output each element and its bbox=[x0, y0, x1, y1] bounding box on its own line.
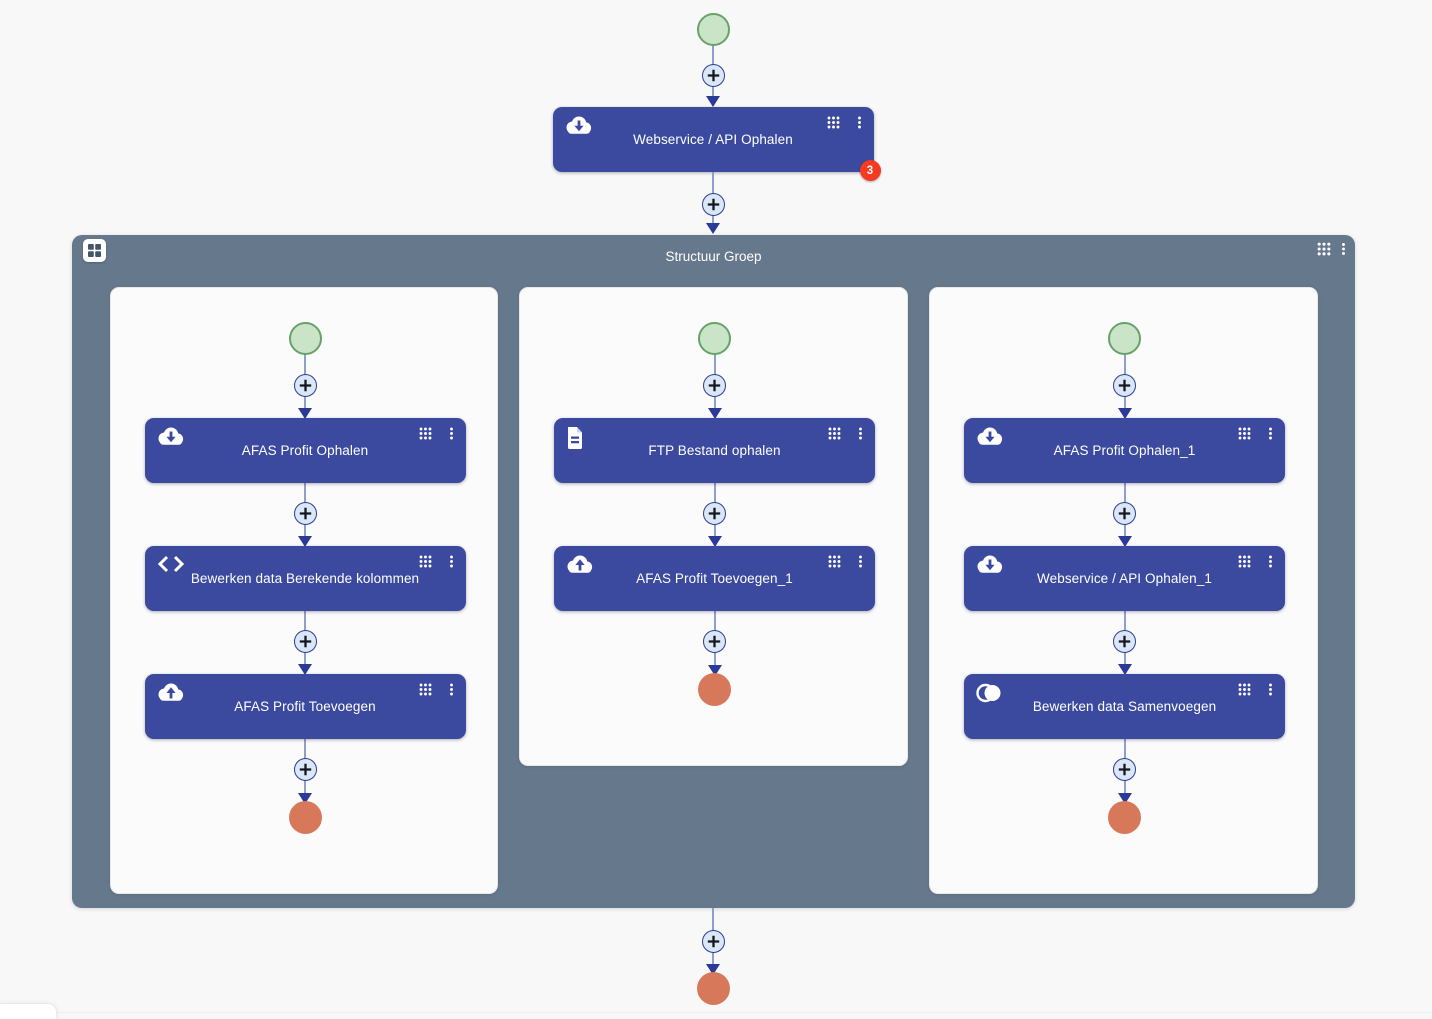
end-node[interactable] bbox=[1108, 800, 1141, 834]
flow-node[interactable]: AFAS Profit Ophalen bbox=[144, 418, 466, 483]
cloud-download-icon bbox=[975, 426, 1004, 447]
drag-handle-icon[interactable] bbox=[419, 555, 432, 568]
add-step-button[interactable] bbox=[293, 501, 317, 525]
connector-arrowhead bbox=[1117, 664, 1132, 675]
add-step-button[interactable] bbox=[1113, 373, 1136, 397]
node-title: Bewerken data Samenvoegen bbox=[1032, 699, 1217, 714]
kebab-menu-icon[interactable] bbox=[1268, 555, 1273, 568]
group-title: Structuur Groep bbox=[665, 249, 762, 264]
add-step-button[interactable] bbox=[701, 929, 725, 953]
kebab-menu-icon[interactable] bbox=[449, 427, 454, 440]
start-node[interactable] bbox=[288, 321, 322, 355]
end-node[interactable] bbox=[696, 971, 730, 1005]
kebab-menu-icon[interactable] bbox=[1341, 242, 1346, 256]
grid-2x2-icon bbox=[87, 243, 102, 258]
flow-node[interactable]: Bewerken data Samenvoegen bbox=[964, 674, 1285, 739]
kebab-menu-icon[interactable] bbox=[1268, 683, 1273, 696]
drag-handle-icon[interactable] bbox=[828, 555, 841, 568]
drag-handle-icon[interactable] bbox=[1238, 683, 1251, 696]
drag-handle-icon[interactable] bbox=[827, 116, 840, 129]
cloud-download-icon bbox=[564, 115, 593, 136]
kebab-menu-icon[interactable] bbox=[857, 116, 862, 129]
add-step-button[interactable] bbox=[701, 192, 725, 216]
file-icon bbox=[565, 426, 585, 450]
node-title: AFAS Profit Toevoegen_1 bbox=[636, 571, 793, 586]
kebab-menu-icon[interactable] bbox=[449, 555, 454, 568]
start-node[interactable] bbox=[696, 12, 730, 46]
connector-arrowhead bbox=[1117, 408, 1132, 419]
cloud-upload-icon bbox=[565, 554, 594, 575]
error-count-badge[interactable]: 3 bbox=[859, 160, 881, 181]
add-step-button[interactable] bbox=[701, 63, 725, 87]
canvas-bottom-divider bbox=[0, 1012, 1432, 1013]
connector-arrowhead bbox=[707, 408, 722, 419]
node-title: FTP Bestand ophalen bbox=[648, 443, 781, 458]
connector-arrowhead bbox=[298, 664, 312, 675]
add-step-button[interactable] bbox=[1113, 757, 1136, 781]
node-title: Bewerken data Berekende kolommen bbox=[190, 571, 420, 586]
node-title: Webservice / API Ophalen_1 bbox=[1037, 571, 1212, 586]
flow-node[interactable]: AFAS Profit Ophalen_1 bbox=[964, 418, 1285, 483]
cloud-download-icon bbox=[156, 426, 185, 447]
kebab-menu-icon[interactable] bbox=[858, 427, 863, 440]
add-step-button[interactable] bbox=[293, 373, 317, 397]
start-node[interactable] bbox=[698, 321, 731, 355]
connector-arrowhead bbox=[298, 536, 312, 547]
connector-arrowhead bbox=[706, 223, 720, 234]
add-step-button[interactable] bbox=[703, 373, 726, 397]
node-title: AFAS Profit Ophalen bbox=[241, 443, 369, 458]
drag-handle-icon[interactable] bbox=[828, 427, 841, 440]
start-node[interactable] bbox=[1108, 321, 1141, 355]
connector-arrowhead bbox=[298, 408, 312, 419]
flow-node[interactable]: FTP Bestand ophalen bbox=[554, 418, 875, 483]
drag-handle-icon[interactable] bbox=[419, 683, 432, 696]
add-step-button[interactable] bbox=[1113, 501, 1136, 525]
merge-icon bbox=[975, 682, 1003, 704]
group-grid-button[interactable] bbox=[83, 239, 106, 262]
flow-node[interactable]: AFAS Profit Toevoegen_1 bbox=[554, 546, 875, 611]
kebab-menu-icon[interactable] bbox=[449, 683, 454, 696]
add-step-button[interactable] bbox=[293, 757, 317, 781]
cloud-upload-icon bbox=[156, 682, 185, 703]
flow-node[interactable]: Bewerken data Berekende kolommen bbox=[144, 546, 466, 611]
kebab-menu-icon[interactable] bbox=[858, 555, 863, 568]
add-step-button[interactable] bbox=[703, 629, 726, 653]
flow-node[interactable]: Webservice / API Ophalen_1 bbox=[964, 546, 1285, 611]
connector-arrowhead bbox=[707, 536, 722, 547]
node-title: Webservice / API Ophalen bbox=[633, 132, 793, 147]
connector-arrowhead bbox=[1117, 536, 1132, 547]
connector-arrowhead bbox=[706, 964, 720, 975]
kebab-menu-icon[interactable] bbox=[1268, 427, 1273, 440]
end-node[interactable] bbox=[698, 672, 731, 706]
drag-handle-icon[interactable] bbox=[419, 427, 432, 440]
add-step-button[interactable] bbox=[1113, 629, 1136, 653]
node-title: AFAS Profit Toevoegen bbox=[234, 699, 376, 714]
code-icon bbox=[156, 554, 186, 574]
connector-arrowhead bbox=[1117, 793, 1132, 804]
drag-handle-icon[interactable] bbox=[1238, 427, 1251, 440]
flow-node[interactable]: AFAS Profit Toevoegen bbox=[144, 674, 466, 739]
flow-node[interactable]: Webservice / API Ophalen 3 bbox=[552, 107, 881, 181]
corner-panel bbox=[0, 1003, 57, 1019]
connector-arrowhead bbox=[298, 793, 312, 804]
end-node[interactable] bbox=[288, 800, 322, 834]
add-step-button[interactable] bbox=[293, 629, 317, 653]
cloud-download-icon bbox=[975, 554, 1004, 575]
drag-handle-icon[interactable] bbox=[1317, 242, 1331, 256]
drag-handle-icon[interactable] bbox=[1238, 555, 1251, 568]
connector-arrowhead bbox=[707, 665, 722, 676]
node-title: AFAS Profit Ophalen_1 bbox=[1053, 443, 1196, 458]
connector-arrowhead bbox=[706, 96, 720, 107]
add-step-button[interactable] bbox=[703, 501, 726, 525]
